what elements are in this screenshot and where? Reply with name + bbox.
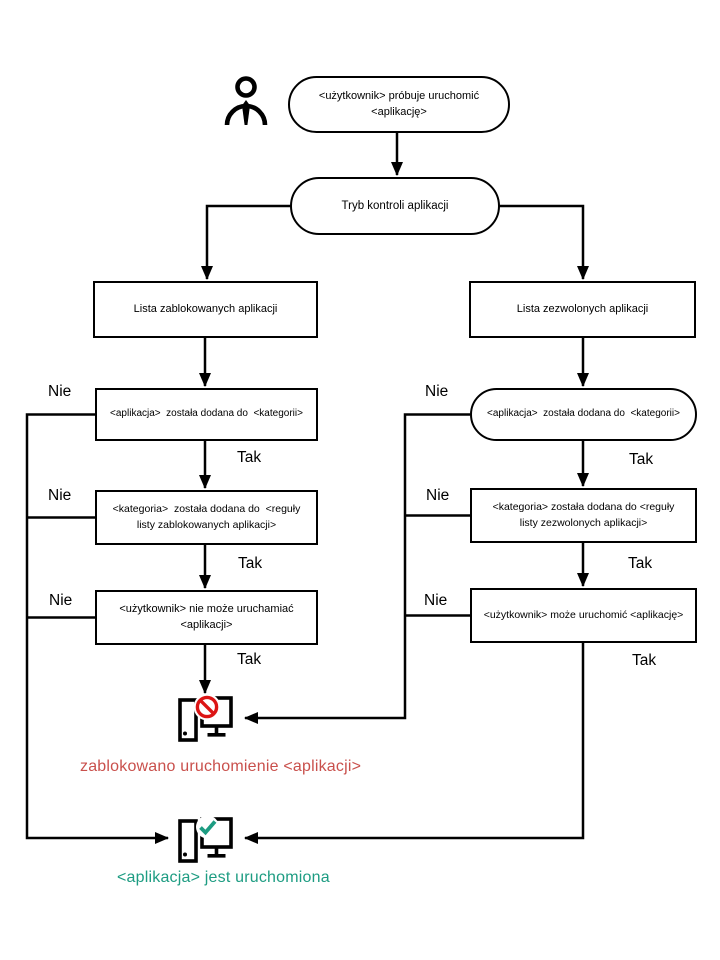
yes-label: Tak [237, 449, 262, 466]
app-added-to-category-left-node: <aplikacja> została dodana do <kategorii… [95, 388, 318, 441]
allowlist-node: Lista zezwolonych aplikacji [469, 281, 696, 338]
computer-running-icon [178, 816, 233, 863]
edge-allowlist-tak-to-running-icon [244, 643, 585, 844]
edge-mode-to-denylist [201, 204, 292, 280]
category-added-allowlist-rule-node: <kategoria> została dodana do <reguły li… [470, 488, 697, 543]
user-can-run-node: <użytkownik> może uruchomić <aplikację> [470, 588, 697, 643]
running-outcome-text: <aplikacja> jest uruchomiona [117, 869, 330, 886]
yes-label: Tak [632, 652, 657, 669]
yes-label: Tak [237, 651, 262, 668]
edge-right-nie-trunk [244, 413, 470, 724]
mode-node: Tryb kontroli aplikacji [290, 177, 500, 235]
start-node: <użytkownik> próbuje uruchomić <aplikacj… [288, 76, 510, 133]
edge-left-nie-trunk [25, 413, 169, 844]
no-label: Nie [425, 383, 449, 400]
denylist-node: Lista zablokowanych aplikacji [93, 281, 318, 338]
no-label: Nie [426, 487, 450, 504]
no-label: Nie [48, 487, 72, 504]
app-added-to-category-right-node: <aplikacja> została dodana do <kategorii… [470, 388, 697, 441]
no-label: Nie [49, 592, 73, 609]
yes-label: Tak [629, 451, 654, 468]
yes-label: Tak [628, 555, 653, 572]
yes-label: Tak [238, 555, 263, 572]
computer-blocked-icon [178, 695, 233, 742]
user-icon [224, 76, 268, 126]
no-label: Nie [424, 592, 448, 609]
blocked-outcome-text: zablokowano uruchomienie <aplikacji> [80, 758, 362, 775]
user-cannot-run-node: <użytkownik> nie może uruchamiać <aplika… [95, 590, 318, 645]
edge-mode-to-allowlist [498, 204, 589, 280]
category-added-denylist-rule-node: <kategoria> została dodana do <reguły li… [95, 490, 318, 545]
no-label: Nie [48, 383, 72, 400]
